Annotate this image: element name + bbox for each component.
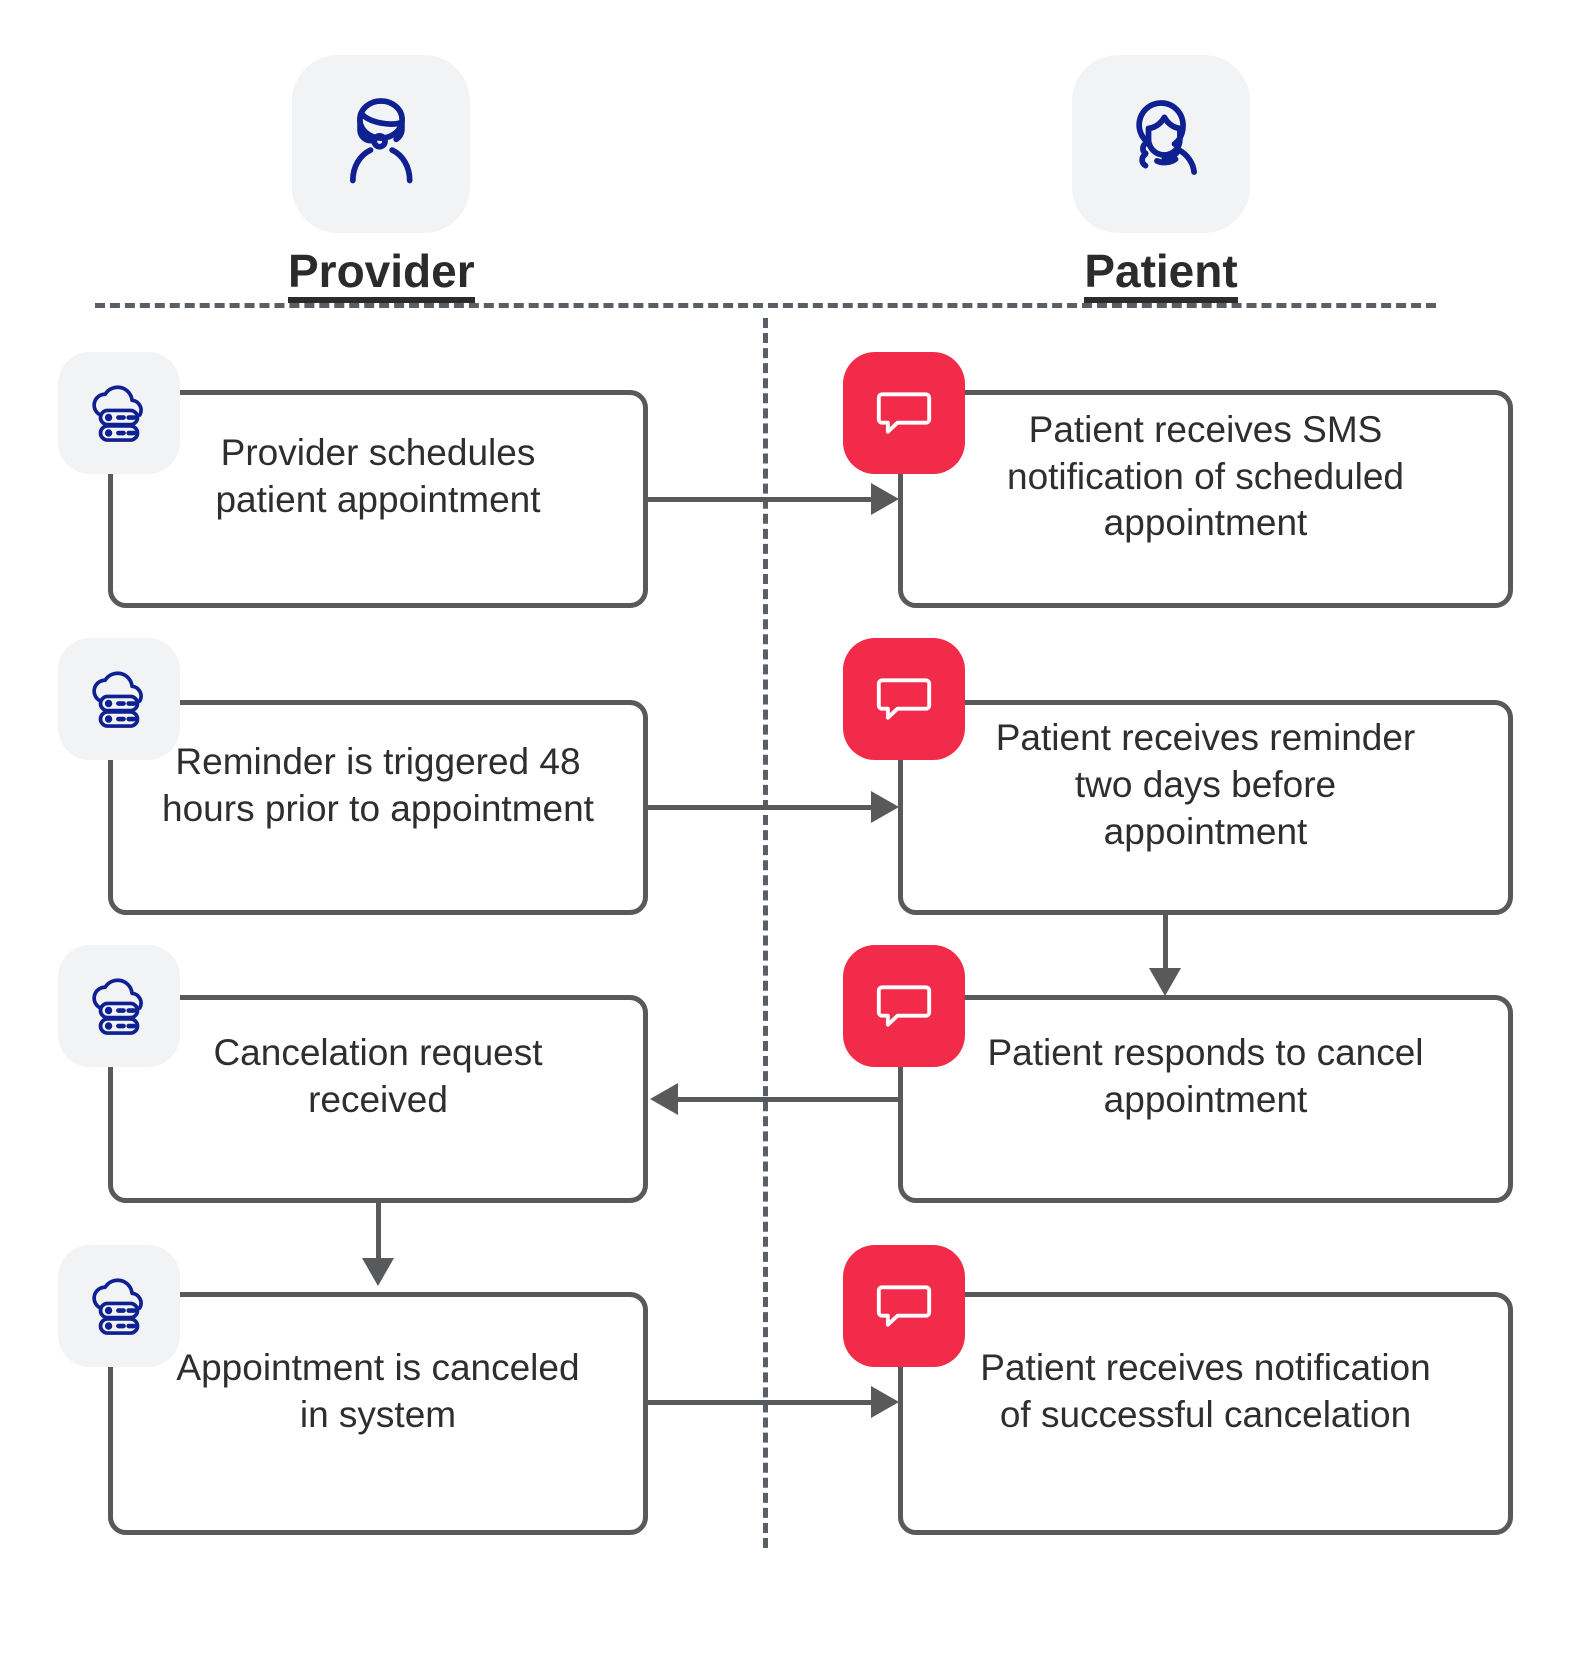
flow-arrowhead-t2-t3: [1149, 968, 1181, 996]
flow-arrow-t3-p3: [678, 1097, 898, 1102]
provider-avatar-tile: [292, 55, 471, 233]
flow-arrowhead-p1-t1: [871, 483, 899, 515]
node-cancelation-request-received[interactable]: Cancelation request received: [108, 995, 648, 1203]
patient-avatar-tile: [1072, 55, 1250, 233]
provider-headset-icon: [350, 98, 413, 184]
cloud-server-icon-4: [58, 1245, 180, 1367]
node-patient-responds-cancel[interactable]: Patient responds to cancel appointment: [898, 995, 1513, 1203]
cloud-server-icon: [92, 385, 143, 442]
cloud-server-icon-1: [58, 352, 180, 474]
node-appointment-canceled[interactable]: Appointment is canceled in system: [108, 1292, 648, 1535]
cloud-server-icon: [92, 671, 143, 728]
flow-arrowhead-p2-t2: [871, 791, 899, 823]
node-text: Appointment is canceled in system: [176, 1346, 580, 1435]
cloud-server-icon: [92, 978, 143, 1035]
lane-header-provider: Provider: [288, 55, 475, 304]
sms-chat-bubble-icon: [876, 392, 932, 434]
cloud-server-icon: [92, 1278, 143, 1335]
node-text: Provider schedules patient appointment: [215, 432, 541, 520]
flow-arrow-t2-t3: [1163, 915, 1168, 975]
flow-arrowhead-p4-t4: [871, 1386, 899, 1418]
flow-arrow-p3-p4: [376, 1203, 381, 1265]
lane-title-provider: Provider: [288, 247, 475, 304]
node-text: Patient receives SMS notification of sch…: [1007, 408, 1404, 544]
sms-chat-bubble-icon-3: [843, 945, 965, 1067]
cloud-server-icon-3: [58, 945, 180, 1067]
sms-chat-bubble-icon: [876, 1285, 932, 1327]
sms-chat-bubble-icon: [876, 985, 932, 1027]
node-reminder-triggered[interactable]: Reminder is triggered 48 hours prior to …: [108, 700, 648, 915]
flow-arrowhead-p3-p4: [362, 1258, 394, 1286]
lane-horizontal-divider: [95, 303, 1436, 308]
flow-arrow-p2-t2: [648, 805, 873, 810]
sms-chat-bubble-icon-4: [843, 1245, 965, 1367]
sms-chat-bubble-icon: [876, 678, 932, 720]
flow-arrowhead-t3-p3: [650, 1083, 678, 1115]
node-text: Patient receives reminder two days befor…: [995, 717, 1416, 852]
flow-arrow-p4-t4: [648, 1400, 873, 1405]
sms-chat-bubble-icon-1: [843, 352, 965, 474]
node-text: Patient responds to cancel appointment: [987, 1032, 1424, 1120]
node-provider-schedules[interactable]: Provider schedules patient appointment: [108, 390, 648, 608]
patient-woman-icon: [1136, 100, 1197, 175]
flow-arrow-p1-t1: [648, 497, 873, 502]
lane-vertical-divider: [763, 318, 768, 1548]
node-patient-receives-sms[interactable]: Patient receives SMS notification of sch…: [898, 390, 1513, 608]
node-patient-receives-cancel-confirmation[interactable]: Patient receives notification of success…: [898, 1292, 1513, 1535]
sms-chat-bubble-icon-2: [843, 638, 965, 760]
node-text: Patient receives notification of success…: [980, 1346, 1431, 1435]
cloud-server-icon-2: [58, 638, 180, 760]
node-text: Cancelation request received: [213, 1032, 543, 1120]
node-text: Reminder is triggered 48 hours prior to …: [162, 740, 594, 829]
node-patient-receives-reminder[interactable]: Patient receives reminder two days befor…: [898, 700, 1513, 915]
lane-header-patient: Patient: [1072, 55, 1250, 304]
lane-title-patient: Patient: [1084, 247, 1238, 304]
